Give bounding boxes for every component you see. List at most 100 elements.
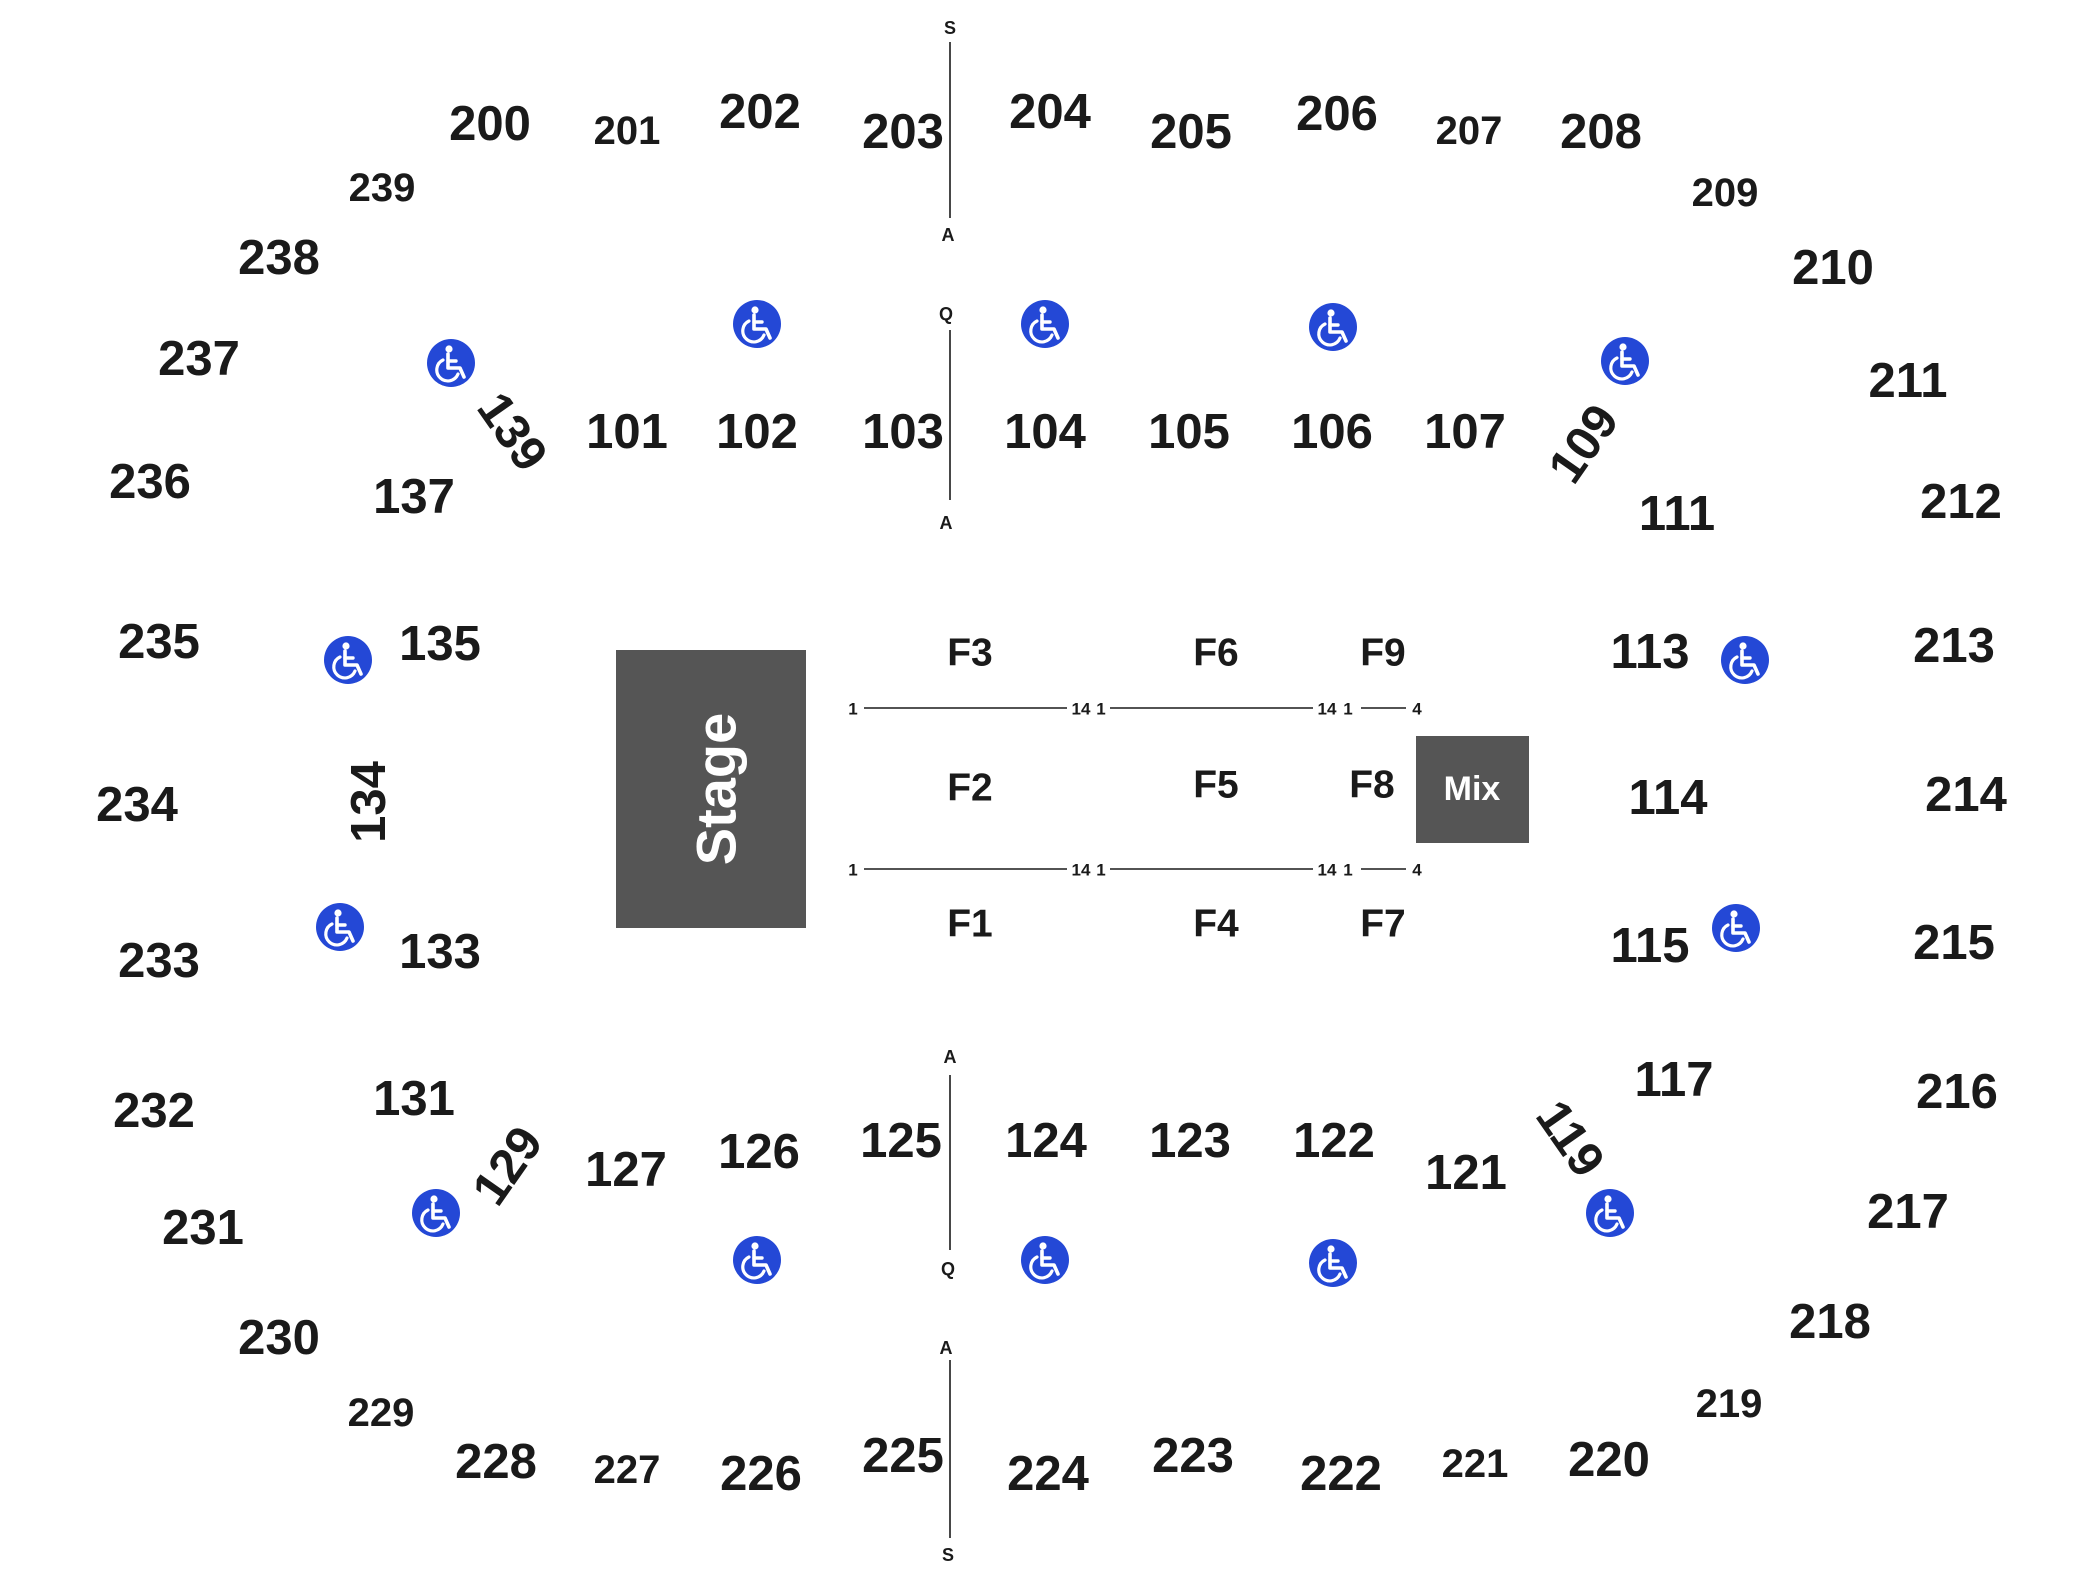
section-204[interactable]: 204 [1009,85,1091,139]
section-124[interactable]: 124 [1005,1114,1087,1168]
wheelchair-accessible-icon [322,634,374,686]
wheelchair-accessible-icon [1307,1237,1359,1289]
section-208[interactable]: 208 [1560,105,1642,159]
section-239[interactable]: 239 [349,166,416,210]
section-232[interactable]: 232 [113,1084,195,1138]
section-216[interactable]: 216 [1916,1065,1998,1119]
section-111[interactable]: 111 [1639,487,1715,541]
section-202[interactable]: 202 [719,85,801,139]
wheelchair-accessible-icon [1307,301,1359,353]
floor-section-F9[interactable]: F9 [1360,632,1406,675]
seat-number: 14 [1072,861,1091,880]
section-129[interactable]: 129 [462,1117,553,1215]
floor-section-F6[interactable]: F6 [1193,632,1239,675]
floor-section-F2[interactable]: F2 [947,767,993,810]
section-109[interactable]: 109 [1538,395,1629,493]
row-label-s-top: S [944,18,956,38]
section-139[interactable]: 139 [466,383,557,481]
section-207[interactable]: 207 [1436,109,1503,153]
seat-number: 1 [1096,700,1105,719]
section-213[interactable]: 213 [1913,619,1995,673]
section-121[interactable]: 121 [1425,1146,1507,1200]
section-225[interactable]: 225 [862,1429,944,1483]
section-237[interactable]: 237 [158,332,240,386]
section-127[interactable]: 127 [585,1143,667,1197]
section-101[interactable]: 101 [586,405,668,459]
section-221[interactable]: 221 [1442,1442,1509,1486]
wheelchair-accessible-icon [731,298,783,350]
section-119[interactable]: 119 [1525,1091,1615,1187]
mix-label: Mix [1444,770,1501,808]
section-235[interactable]: 235 [118,615,200,669]
wheelchair-accessible-icon [1599,335,1651,387]
section-104[interactable]: 104 [1004,405,1086,459]
section-214[interactable]: 214 [1925,768,2007,822]
section-233[interactable]: 233 [118,934,200,988]
row-label-a-top-upper: A [942,225,955,245]
section-238[interactable]: 238 [238,231,320,285]
section-117[interactable]: 117 [1634,1053,1713,1107]
floor-section-F5[interactable]: F5 [1193,764,1239,807]
section-210[interactable]: 210 [1792,241,1874,295]
section-217[interactable]: 217 [1867,1185,1949,1239]
section-200[interactable]: 200 [449,97,531,151]
section-114[interactable]: 114 [1628,771,1707,825]
section-227[interactable]: 227 [594,1448,661,1492]
section-226[interactable]: 226 [720,1447,802,1501]
floor-section-F1[interactable]: F1 [947,903,993,946]
section-222[interactable]: 222 [1300,1447,1382,1501]
section-206[interactable]: 206 [1296,87,1378,141]
section-215[interactable]: 215 [1913,916,1995,970]
section-103[interactable]: 103 [862,405,944,459]
section-137[interactable]: 137 [373,470,455,524]
floor-section-F7[interactable]: F7 [1360,903,1406,946]
wheelchair-accessible-icon [1019,298,1071,350]
seat-number: 14 [1318,700,1337,719]
section-135[interactable]: 135 [399,617,481,671]
wheelchair-accessible-icon [731,1234,783,1286]
row-label-a-bottom-upper: A [940,1338,953,1358]
section-106[interactable]: 106 [1291,405,1373,459]
seat-number: 14 [1318,861,1337,880]
wheelchair-accessible-icon [410,1187,462,1239]
section-105[interactable]: 105 [1148,405,1230,459]
wheelchair-accessible-icon [1584,1187,1636,1239]
row-label-a-bottom-lower: A [944,1047,957,1067]
section-229[interactable]: 229 [348,1391,415,1435]
section-122[interactable]: 122 [1293,1114,1375,1168]
section-218[interactable]: 218 [1789,1295,1871,1349]
section-234[interactable]: 234 [96,778,178,832]
section-211[interactable]: 211 [1868,354,1947,408]
section-224[interactable]: 224 [1007,1447,1089,1501]
wheelchair-accessible-icon [425,337,477,389]
section-230[interactable]: 230 [238,1311,320,1365]
section-126[interactable]: 126 [718,1125,800,1179]
section-131[interactable]: 131 [373,1072,455,1126]
section-201[interactable]: 201 [594,109,661,153]
section-123[interactable]: 123 [1149,1114,1231,1168]
section-209[interactable]: 209 [1692,171,1759,215]
seat-number: 1 [848,700,857,719]
section-212[interactable]: 212 [1920,475,2002,529]
section-134[interactable]: 134 [342,761,396,843]
section-203[interactable]: 203 [862,105,944,159]
seat-number: 1 [1343,861,1352,880]
floor-section-F8[interactable]: F8 [1349,764,1395,807]
section-231[interactable]: 231 [162,1201,244,1255]
section-115[interactable]: 115 [1610,919,1689,973]
section-133[interactable]: 133 [399,925,481,979]
section-223[interactable]: 223 [1152,1429,1234,1483]
section-102[interactable]: 102 [716,405,798,459]
section-107[interactable]: 107 [1424,405,1506,459]
section-236[interactable]: 236 [109,455,191,509]
floor-section-F3[interactable]: F3 [947,632,993,675]
section-113[interactable]: 113 [1610,625,1689,679]
floor-section-F4[interactable]: F4 [1193,903,1239,946]
section-220[interactable]: 220 [1568,1433,1650,1487]
section-219[interactable]: 219 [1696,1382,1763,1426]
wheelchair-accessible-icon [1719,634,1771,686]
section-205[interactable]: 205 [1150,105,1232,159]
section-125[interactable]: 125 [860,1114,942,1168]
section-228[interactable]: 228 [455,1435,537,1489]
